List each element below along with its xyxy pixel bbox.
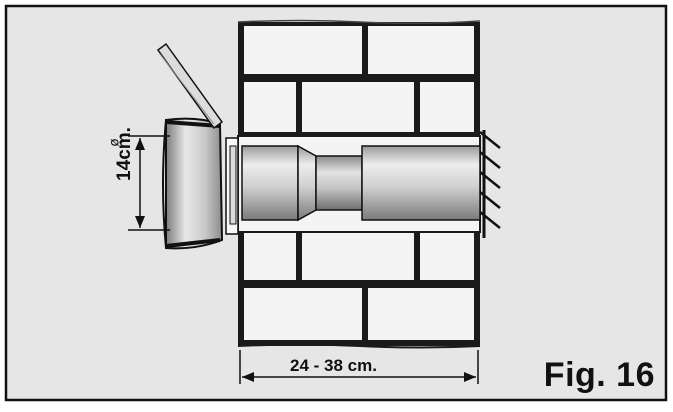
brick-wall: [237, 19, 481, 368]
wall-plate: [225, 137, 239, 235]
diameter-dimension: [128, 135, 170, 231]
wall-thickness-dimension: [239, 350, 479, 384]
hinged-lid: [156, 42, 224, 130]
ventilation-pipe: [241, 144, 481, 222]
figure-label: Fig. 16: [543, 356, 655, 394]
external-grille: [479, 130, 501, 238]
diameter-label: 14cm.: [114, 127, 135, 181]
internal-cap: [162, 117, 224, 250]
wall-thickness-label: 24 - 38 cm.: [290, 356, 377, 375]
diameter-symbol: ø: [107, 138, 123, 147]
